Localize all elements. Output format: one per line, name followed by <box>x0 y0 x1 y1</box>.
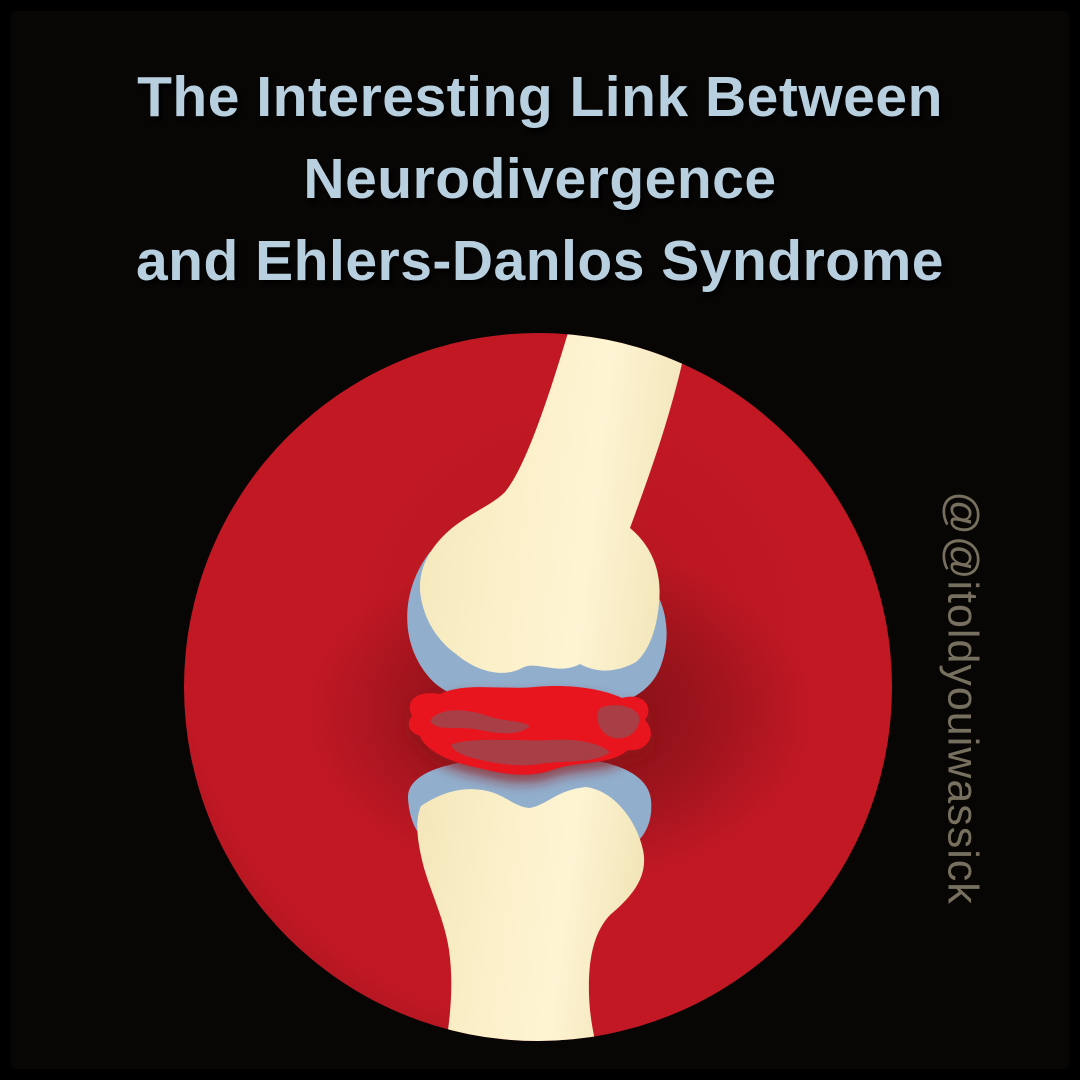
post-title: The Interesting Link Between Neurodiverg… <box>0 56 1080 302</box>
femur-bone-shape <box>419 333 690 673</box>
title-line-3: and Ehlers-Danlos Syndrome <box>135 229 945 293</box>
title-line-1: The Interesting Link Between <box>137 65 943 129</box>
tibia-bone-shape <box>417 787 645 1041</box>
inflammation-detail-marks <box>430 705 640 766</box>
watermark-handle: @@itoldyouiwassick <box>938 491 987 905</box>
title-line-2: Neurodivergence <box>303 147 777 211</box>
